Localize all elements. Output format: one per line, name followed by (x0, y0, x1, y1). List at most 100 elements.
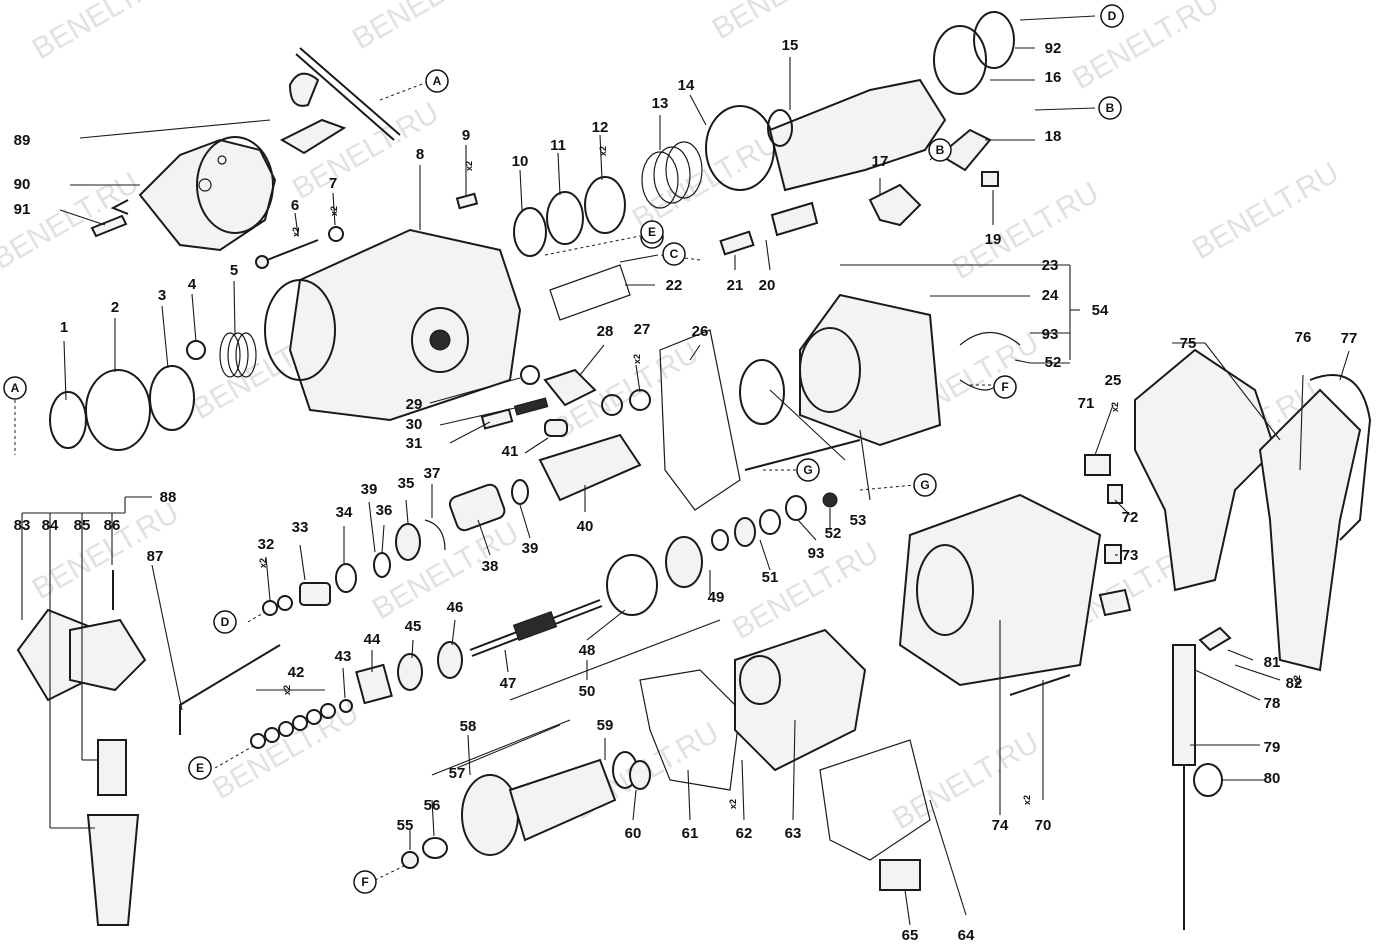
callout-circle (353, 870, 377, 894)
part-label-78: 78 (1264, 695, 1281, 712)
part-label-93: 93 (808, 545, 825, 562)
watermark-text: BENELT.RU (1067, 0, 1225, 96)
plate-22-drawing (549, 264, 631, 321)
part-label-44: 44 (364, 631, 381, 648)
ring-32b-drawing (277, 595, 293, 611)
callout-e: E (188, 756, 212, 780)
part-label-8: 8 (416, 146, 424, 163)
pin-41-drawing (544, 419, 568, 437)
part-label-38: 38 (482, 558, 499, 575)
callout-letter: G (920, 478, 929, 492)
part-label-16: 16 (1045, 69, 1062, 86)
watermark-text: BENELT.RU (947, 176, 1105, 286)
callout-letter: B (936, 143, 945, 157)
callout-d: D (213, 610, 237, 634)
part-label-4: 4 (188, 276, 197, 293)
part-label-59: 59 (597, 717, 614, 734)
part-label-92: 92 (1045, 40, 1062, 57)
part-label-12: 12 (592, 119, 609, 136)
part-label-3: 3 (158, 287, 166, 304)
callout-circle (928, 138, 952, 162)
clamp-82-drawing (1193, 763, 1223, 797)
part-label-54: 54 (1092, 302, 1109, 319)
brush-72-drawing (1107, 484, 1123, 504)
gasket-26-drawing (659, 329, 741, 511)
fan-guide-61-drawing (639, 669, 741, 791)
part-label-36: 36 (376, 502, 393, 519)
callout-g: G (913, 473, 937, 497)
handle-75-drawing (1134, 348, 1277, 592)
ring-34-drawing (335, 563, 357, 593)
clutch-48-drawing (606, 554, 658, 616)
part-label-29: 29 (406, 396, 423, 413)
ring-23-drawing (739, 359, 785, 425)
part-label-28: 28 (597, 323, 614, 340)
part-label-6: 6 (291, 197, 299, 214)
clamp-84-drawing (69, 618, 147, 692)
part-label-64: 64 (958, 927, 975, 944)
part-label-2: 2 (111, 299, 119, 316)
spindle-15-drawing (767, 78, 947, 192)
ring-32a-drawing (262, 600, 278, 616)
quantity-mark: x2 (598, 146, 608, 156)
part-label-86: 86 (104, 517, 121, 534)
shaft-47-drawing (469, 599, 603, 657)
depth-stop-87-drawing (179, 644, 281, 735)
part-label-93: 93 (1042, 326, 1059, 343)
part-label-31: 31 (406, 435, 423, 452)
spring-19-drawing (981, 171, 999, 187)
callout-e: E (640, 220, 664, 244)
part-label-61: 61 (682, 825, 699, 842)
part-label-85: 85 (74, 517, 91, 534)
washer-stack-42-drawing (250, 703, 336, 749)
callout-letter: A (433, 74, 442, 88)
drill-chuck-drawing (110, 136, 277, 252)
part-label-20: 20 (759, 277, 776, 294)
part-label-22: 22 (666, 277, 683, 294)
quantity-mark: x2 (632, 354, 642, 364)
part-label-84: 84 (42, 517, 59, 534)
callout-circle (662, 242, 686, 266)
part-label-46: 46 (447, 599, 464, 616)
callout-circle (640, 220, 664, 244)
ring-29-drawing (520, 365, 540, 385)
part-label-39: 39 (361, 481, 378, 498)
handle-76-drawing (1258, 388, 1362, 672)
part-label-11: 11 (550, 137, 566, 154)
watermark-text: BENELT.RU (347, 0, 505, 56)
callout-letter: D (221, 615, 230, 629)
capacitor-drawing (1098, 588, 1132, 617)
washer-93-drawing (785, 495, 807, 521)
pin-9-drawing (455, 192, 479, 210)
flange-24-drawing (799, 293, 942, 447)
lever-17-drawing (868, 183, 922, 227)
rod-53-drawing (744, 439, 861, 471)
cable-clamp-80-drawing (1198, 626, 1232, 652)
part-label-15: 15 (782, 37, 799, 54)
part-label-41: 41 (502, 443, 519, 460)
quantity-mark: x2 (282, 685, 292, 695)
part-drawings (16, 11, 1372, 930)
part-label-80: 80 (1264, 770, 1281, 787)
watermark-text: BENELT.RU (727, 536, 885, 646)
part-label-23: 23 (1042, 257, 1059, 274)
callout-letter: D (1108, 9, 1117, 23)
callout-letter: C (670, 247, 679, 261)
spring-13-drawing (641, 141, 703, 209)
part-label-5: 5 (230, 262, 238, 279)
part-label-51: 51 (762, 569, 779, 586)
callout-a: A (3, 376, 27, 400)
part-label-43: 43 (335, 648, 352, 665)
wire-93-drawing (959, 332, 1021, 346)
watermark-text: BENELT.RU (1187, 156, 1345, 266)
part-label-56: 56 (424, 797, 441, 814)
key-31-drawing (480, 408, 514, 430)
callout-b: B (928, 138, 952, 162)
watermark-text: BENELT.RU (207, 696, 365, 806)
part-label-48: 48 (579, 642, 596, 659)
part-label-32: 32 (258, 536, 275, 553)
motor-housing-74-drawing (898, 493, 1102, 687)
part-label-47: 47 (500, 675, 517, 692)
